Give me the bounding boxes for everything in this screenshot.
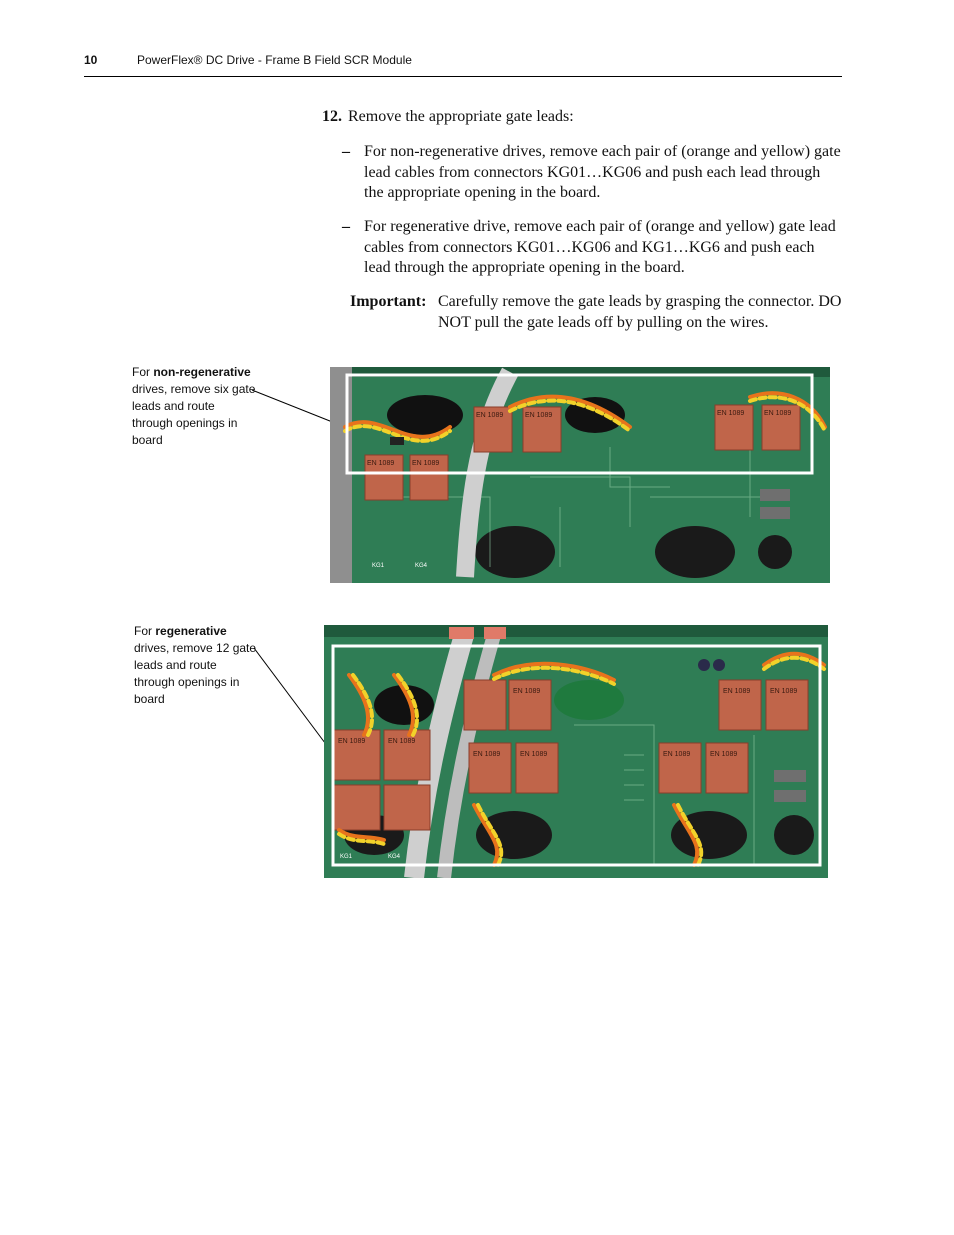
relay-label: EN 1089	[710, 751, 737, 758]
relay-label: EN 1089	[723, 688, 750, 695]
running-header: PowerFlex® DC Drive - Frame B Field SCR …	[137, 53, 412, 67]
bullet-dash: –	[342, 218, 350, 235]
relay-label: EN 1089	[388, 738, 415, 745]
relay-label: EN 1089	[473, 751, 500, 758]
callout-bold: regenerative	[155, 624, 227, 638]
board-photo-regenerative: EN 1089 EN 1089 EN 1089 EN 1089 EN 1089 …	[324, 625, 828, 878]
relay-label: EN 1089	[525, 412, 552, 419]
callout-prefix: For	[132, 365, 154, 379]
leader-line-regen	[253, 647, 335, 756]
highlight-box	[331, 644, 822, 867]
kg4-label: KG4	[415, 563, 428, 569]
highlight-box	[345, 373, 814, 475]
callout-non-regenerative: For non-regenerative drives, remove six …	[132, 364, 257, 449]
relay-label: EN 1089	[663, 751, 690, 758]
leader-line-nonregen	[251, 389, 346, 428]
relay-label: EN 1089	[717, 410, 744, 417]
callout-prefix: For	[134, 624, 156, 638]
step-number: 12.	[322, 108, 342, 125]
relay-label: EN 1089	[770, 688, 797, 695]
page-number: 10	[84, 53, 98, 67]
kg4-label: KG4	[388, 854, 401, 860]
callout-regenerative: For regenerative drives, remove 12 gate …	[134, 623, 259, 708]
bullet-dash: –	[342, 143, 350, 160]
callout-rest: drives, remove 12 gate leads and route t…	[134, 641, 257, 706]
important-label: Important:	[350, 293, 427, 310]
relay-label: EN 1089	[338, 738, 365, 745]
relay-label: EN 1089	[513, 688, 540, 695]
bullet-text: For regenerative drive, remove each pair…	[364, 218, 836, 276]
header-rule	[84, 76, 842, 77]
relay-label: EN 1089	[367, 460, 394, 467]
step-text: Remove the appropriate gate leads:	[348, 108, 574, 125]
relay-label: EN 1089	[412, 460, 439, 467]
kg1-label: KG1	[340, 854, 353, 860]
callout-bold: non-regenerative	[153, 365, 251, 379]
bullet-regenerative: – For regenerative drive, remove each pa…	[342, 217, 842, 281]
board-photo-non-regenerative: EN 1089 EN 1089 EN 1089 EN 1089 EN 1089 …	[330, 367, 830, 583]
bullet-text: For non-regenerative drives, remove each…	[364, 143, 841, 201]
important-text: Carefully remove the gate leads by grasp…	[438, 293, 842, 331]
callout-rest: drives, remove six gate leads and route …	[132, 382, 256, 447]
step-12: 12. Remove the appropriate gate leads:	[322, 108, 574, 126]
bullet-non-regenerative: – For non-regenerative drives, remove ea…	[342, 142, 842, 206]
relay-label: EN 1089	[476, 412, 503, 419]
relay-label: EN 1089	[764, 410, 791, 417]
kg1-label: KG1	[372, 563, 385, 569]
relay-label: EN 1089	[520, 751, 547, 758]
